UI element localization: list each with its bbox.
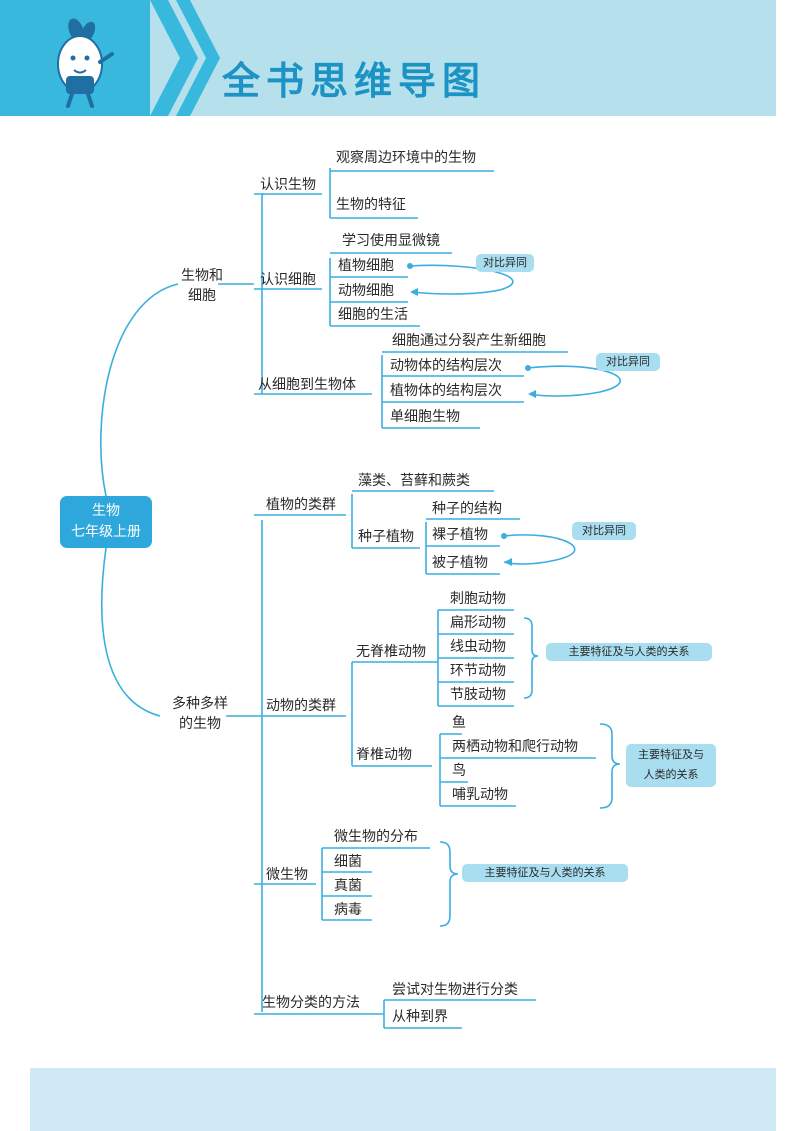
branch-cells-line1: 生物和 xyxy=(181,268,223,284)
note-badge-vert: 主要特征及与 人类的关系 xyxy=(626,744,716,787)
branch-diversity: 多种多样 的生物 xyxy=(164,694,236,734)
leaf-zhiwuti: 植物体的结构层次 xyxy=(390,383,502,399)
branch-cells-line2: 细胞 xyxy=(188,288,216,304)
mascot-cartoon-icon xyxy=(57,18,114,108)
leaf-xianchong: 线虫动物 xyxy=(450,639,506,655)
node-micro: 微生物 xyxy=(266,867,308,883)
leaf-xianweijing: 学习使用显微镜 xyxy=(342,233,440,249)
node-seed: 种子植物 xyxy=(358,529,414,545)
leaf-fenlie: 细胞通过分裂产生新细胞 xyxy=(392,333,546,349)
leaf-tezheng: 生物的特征 xyxy=(336,197,406,213)
leaf-beizi: 被子植物 xyxy=(432,555,488,571)
leaf-dongwuxibao: 动物细胞 xyxy=(338,283,394,299)
note-badge-vert-line2: 人类的关系 xyxy=(643,768,699,781)
leaf-jiezhi: 节肢动物 xyxy=(450,687,506,703)
leaf-dongwuti: 动物体的结构层次 xyxy=(390,358,502,374)
leaf-zhongzi: 种子的结构 xyxy=(432,501,502,517)
leaf-zhongdaojie: 从种到界 xyxy=(392,1009,448,1025)
leaf-zaolei: 藻类、苔藓和蕨类 xyxy=(358,473,470,489)
root-line2: 七年级上册 xyxy=(71,524,141,540)
node-vert: 脊椎动物 xyxy=(356,747,412,763)
node-invert: 无脊椎动物 xyxy=(356,644,426,660)
leaf-luozi: 裸子植物 xyxy=(432,527,488,543)
node-plants: 植物的类群 xyxy=(266,497,336,513)
leaf-xijun: 细菌 xyxy=(334,854,362,870)
note-badge-vert-line1: 主要特征及与 xyxy=(638,748,704,761)
leaf-bingdu: 病毒 xyxy=(334,902,362,918)
compare-badge-cells: 对比异同 xyxy=(476,254,534,272)
node-dao: 从细胞到生物体 xyxy=(258,377,356,393)
compare-badge-structure: 对比异同 xyxy=(596,353,660,371)
leaf-guancha: 观察周边环境中的生物 xyxy=(336,150,476,166)
leaf-zhenjun: 真菌 xyxy=(334,878,362,894)
branch-cells: 生物和 细胞 xyxy=(176,266,228,306)
root-node: 生物 七年级上册 xyxy=(60,496,152,548)
branch-diversity-line1: 多种多样 xyxy=(172,696,228,712)
node-animals: 动物的类群 xyxy=(266,698,336,714)
leaf-huanjie: 环节动物 xyxy=(450,663,506,679)
leaf-yu: 鱼 xyxy=(452,715,466,731)
node-classify: 生物分类的方法 xyxy=(262,995,360,1011)
leaf-liangqi: 两栖动物和爬行动物 xyxy=(452,739,578,755)
leaf-xibaoshenghuo: 细胞的生活 xyxy=(338,307,408,323)
root-line1: 生物 xyxy=(92,503,120,519)
leaf-bianxing: 扁形动物 xyxy=(450,615,506,631)
leaf-buru: 哺乳动物 xyxy=(452,787,508,803)
leaf-cibao: 刺胞动物 xyxy=(450,591,506,607)
compare-badge-seed: 对比异同 xyxy=(572,522,636,540)
leaf-zhiwuxibao: 植物细胞 xyxy=(338,258,394,274)
node-renshi: 认识生物 xyxy=(260,177,316,193)
leaf-niao: 鸟 xyxy=(452,763,466,779)
note-badge-micro: 主要特征及与人类的关系 xyxy=(462,864,628,882)
chevron-decoration-icon xyxy=(150,0,220,116)
branch-diversity-line2: 的生物 xyxy=(179,716,221,732)
footer-band xyxy=(30,1068,778,1131)
page-right-margin xyxy=(776,0,800,1131)
note-badge-invert: 主要特征及与人类的关系 xyxy=(546,643,712,661)
leaf-changshi: 尝试对生物进行分类 xyxy=(392,982,518,998)
leaf-danxibao: 单细胞生物 xyxy=(390,409,460,425)
node-xibao: 认识细胞 xyxy=(260,272,316,288)
leaf-fenbu: 微生物的分布 xyxy=(334,829,418,845)
page-title: 全书思维导图 xyxy=(222,59,487,103)
